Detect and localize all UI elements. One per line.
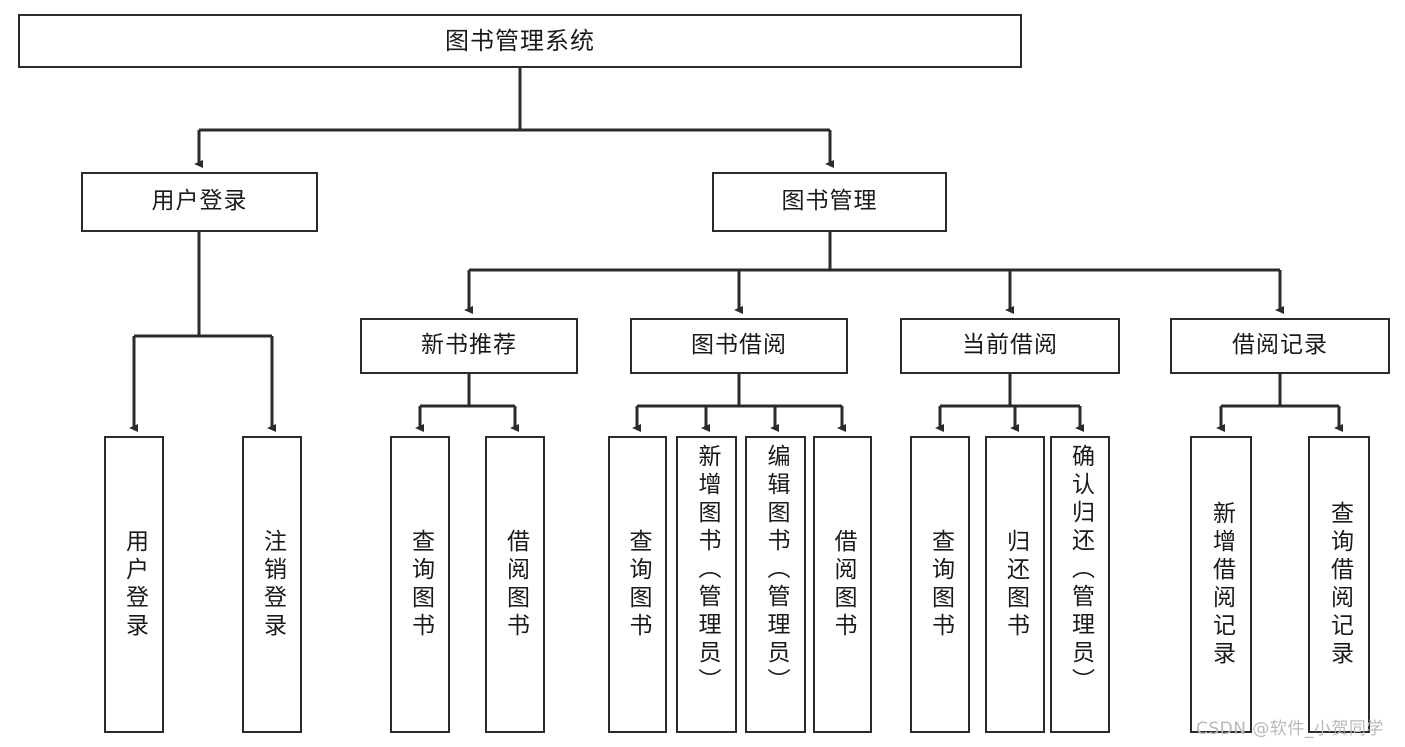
node-label: 新增图书（管理员）: [694, 444, 720, 696]
node-label: 用户登录: [151, 188, 248, 215]
node-current-borrow[interactable]: 当前借阅: [900, 318, 1120, 374]
node-leaf-user-login[interactable]: 用户登录: [104, 436, 164, 733]
node-label: 编辑图书（管理员）: [763, 444, 789, 696]
node-label: 当前借阅: [962, 332, 1058, 359]
node-book-borrow[interactable]: 图书借阅: [630, 318, 848, 374]
node-user-login[interactable]: 用户登录: [81, 172, 318, 232]
node-leaf-confirm-return-admin[interactable]: 确认归还（管理员）: [1050, 436, 1110, 733]
node-leaf-query-book-current[interactable]: 查询图书: [910, 436, 970, 733]
node-new-book-recommend[interactable]: 新书推荐: [360, 318, 578, 374]
node-label: 归还图书: [1002, 528, 1029, 641]
node-label: 新增借阅记录: [1208, 500, 1235, 669]
watermark-text: CSDN @软件_小贺同学: [1196, 719, 1384, 739]
node-leaf-edit-book-admin[interactable]: 编辑图书（管理员）: [745, 436, 806, 733]
node-label: 图书借阅: [691, 332, 787, 359]
node-leaf-add-borrow-record[interactable]: 新增借阅记录: [1190, 436, 1252, 733]
node-label: 借阅记录: [1232, 332, 1328, 359]
node-label: 查询图书: [625, 528, 651, 641]
node-label: 图书管理系统: [445, 26, 595, 55]
node-book-manage[interactable]: 图书管理: [712, 172, 947, 232]
node-leaf-borrow-book-recommend[interactable]: 借阅图书: [485, 436, 545, 733]
node-leaf-query-borrow-record[interactable]: 查询借阅记录: [1308, 436, 1370, 733]
node-label: 用户登录: [121, 528, 148, 641]
node-label: 注销登录: [259, 528, 286, 641]
node-label: 查询图书: [927, 528, 954, 641]
node-leaf-borrow-book[interactable]: 借阅图书: [813, 436, 872, 733]
node-borrow-record[interactable]: 借阅记录: [1170, 318, 1390, 374]
node-label: 查询借阅记录: [1326, 500, 1353, 669]
node-label: 确认归还（管理员）: [1067, 444, 1094, 696]
node-leaf-query-book[interactable]: 查询图书: [608, 436, 667, 733]
node-leaf-logout[interactable]: 注销登录: [242, 436, 302, 733]
node-label: 查询图书: [407, 528, 434, 641]
node-leaf-add-book-admin[interactable]: 新增图书（管理员）: [676, 436, 737, 733]
node-leaf-query-book-recommend[interactable]: 查询图书: [390, 436, 450, 733]
node-label: 借阅图书: [502, 528, 529, 641]
node-label: 新书推荐: [421, 332, 517, 359]
node-root-book-management-system[interactable]: 图书管理系统: [18, 14, 1022, 68]
node-label: 图书管理: [781, 188, 878, 215]
node-label: 借阅图书: [830, 528, 856, 641]
node-leaf-return-book[interactable]: 归还图书: [985, 436, 1045, 733]
